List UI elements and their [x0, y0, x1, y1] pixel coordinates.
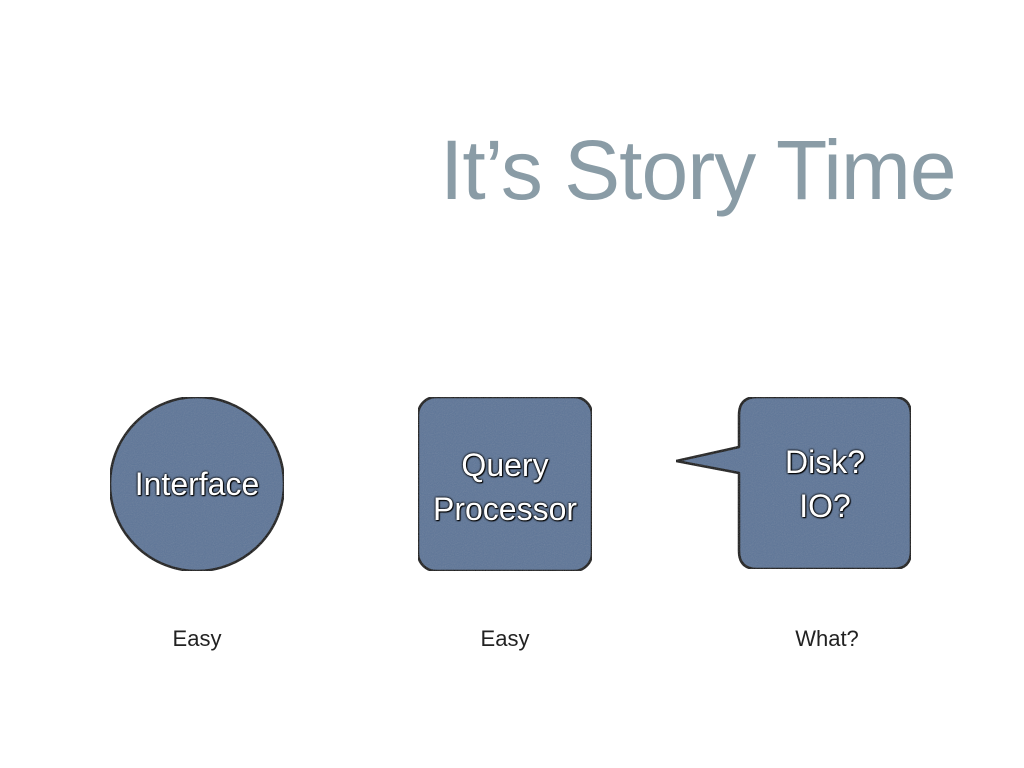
query-processor-label-line2: Processor	[432, 491, 578, 527]
query-processor-node-label: Query Processor	[418, 443, 592, 531]
interface-node-circle	[108, 395, 286, 573]
disk-io-node-bubble	[674, 395, 913, 571]
interface-node-label: Interface	[110, 462, 284, 506]
disk-io-label-line2: IO?	[799, 488, 851, 524]
query-processor-node-box	[416, 395, 594, 573]
query-processor-label-line1: Query	[461, 447, 549, 483]
interface-label-text: Interface	[134, 466, 260, 502]
caption-interface: Easy	[172, 626, 222, 651]
disk-io-node-label: Disk? IO?	[739, 440, 911, 528]
caption-query-processor: Easy	[480, 626, 530, 651]
disk-io-label-line1: Disk?	[784, 444, 865, 480]
slide-title: It’s Story Time	[440, 123, 957, 217]
caption-disk-io: What?	[795, 626, 859, 651]
